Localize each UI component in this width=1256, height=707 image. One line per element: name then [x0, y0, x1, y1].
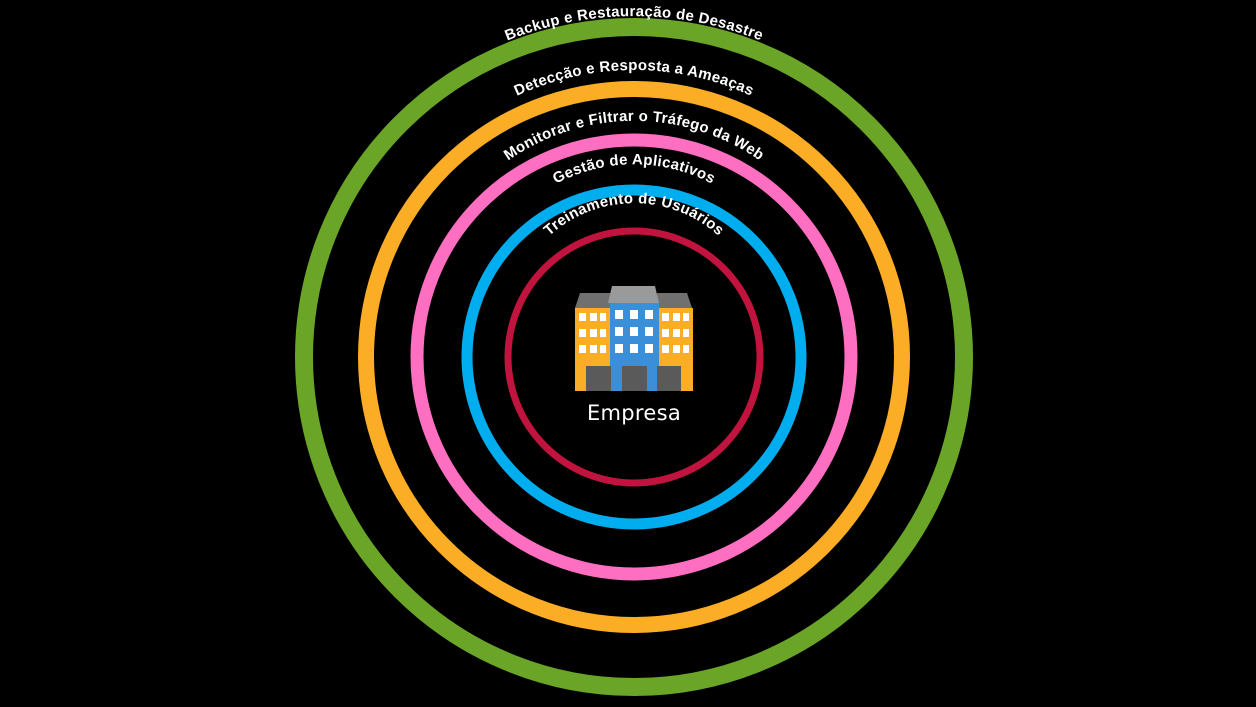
ring-application-management	[461, 184, 807, 530]
ring-label-app-management: Gestão de Aplicativos	[550, 151, 718, 187]
ring-web-traffic-monitoring	[410, 133, 858, 581]
ring-backup-disaster-recovery	[295, 18, 973, 696]
ring-group	[295, 18, 973, 696]
center-label: Empresa	[587, 401, 681, 425]
ring-user-training	[504, 227, 764, 487]
ring-threat-detection-response	[358, 81, 910, 633]
office-building-icon	[575, 286, 693, 391]
